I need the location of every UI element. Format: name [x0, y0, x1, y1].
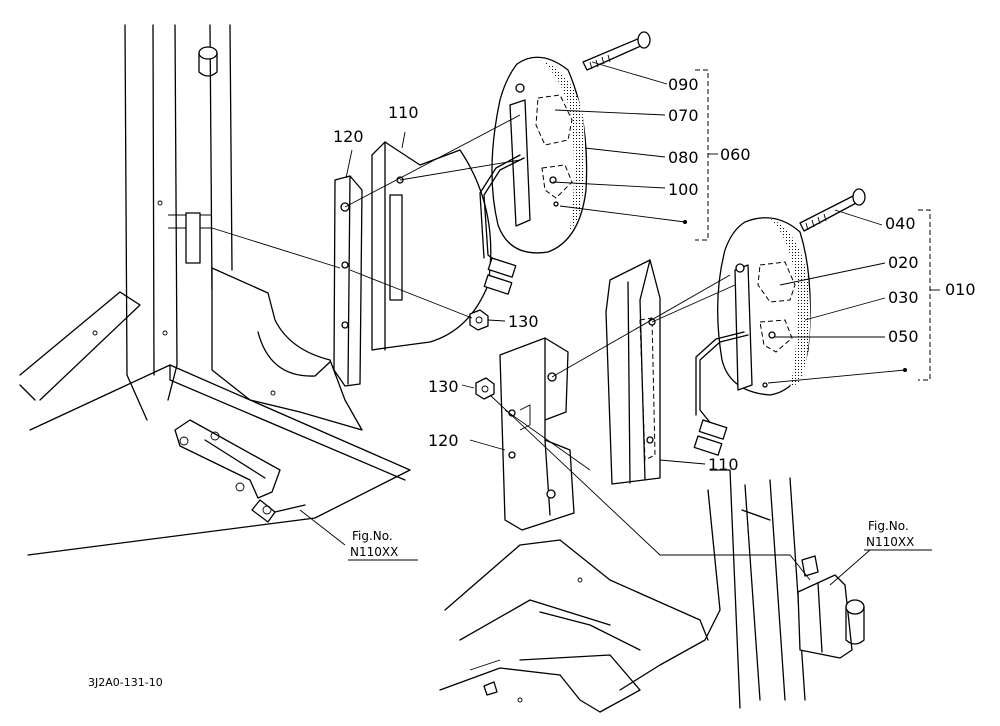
label-110-left: 110	[388, 103, 419, 122]
label-080: 080	[668, 148, 699, 167]
label-050: 050	[888, 327, 919, 346]
fig-ref-right-code[interactable]: N110XX	[866, 535, 914, 549]
label-030: 030	[888, 288, 919, 307]
label-010: 010	[945, 280, 976, 299]
left-frame-structure	[19, 24, 411, 556]
fig-ref-left[interactable]: Fig.No. N110XX	[348, 529, 418, 561]
connector-right-b	[693, 435, 723, 456]
lamp-assembly-010	[475, 188, 866, 531]
bracket-120-right[interactable]	[499, 337, 575, 531]
nut-130-right[interactable]	[475, 377, 495, 400]
drawing-code: 3J2A0-131-10	[88, 676, 163, 689]
bolt-040[interactable]	[799, 194, 859, 232]
label-130-left: 130	[508, 312, 539, 331]
lamp-assembly-060	[333, 31, 651, 387]
frame-slot	[185, 212, 201, 264]
connector-right-a	[698, 419, 728, 440]
fig-ref-right-label: Fig.No.	[868, 519, 909, 533]
mount-bracket	[797, 574, 853, 659]
plate-110-right[interactable]	[605, 259, 661, 485]
connector-left-b	[483, 274, 513, 295]
frame-boss	[198, 46, 218, 60]
label-120-left: 120	[333, 127, 364, 146]
label-130-right: 130	[428, 377, 459, 396]
connector-left-a	[487, 257, 517, 278]
bottom-bolt	[483, 681, 498, 696]
fig-ref-left-label: Fig.No.	[352, 529, 393, 543]
fig-ref-left-code[interactable]: N110XX	[350, 545, 398, 559]
nut-130-left[interactable]	[469, 309, 489, 331]
lamp-slot	[509, 99, 531, 227]
part-labels: 090 070 080 060 100 040 020 010 030 050 …	[333, 75, 976, 474]
label-070: 070	[668, 106, 699, 125]
label-090: 090	[668, 75, 699, 94]
label-040: 040	[885, 214, 916, 233]
assembly-lines	[211, 61, 940, 586]
label-020: 020	[888, 253, 919, 272]
fig-ref-right[interactable]: Fig.No. N110XX	[864, 519, 932, 551]
label-060: 060	[720, 145, 751, 164]
label-100: 100	[668, 180, 699, 199]
label-120-right: 120	[428, 431, 459, 450]
label-110-right: 110	[708, 455, 739, 474]
bolt-090[interactable]	[582, 37, 644, 71]
mount-boss	[845, 599, 865, 615]
frame-gusset	[211, 267, 363, 431]
right-frame-structure	[439, 469, 865, 713]
